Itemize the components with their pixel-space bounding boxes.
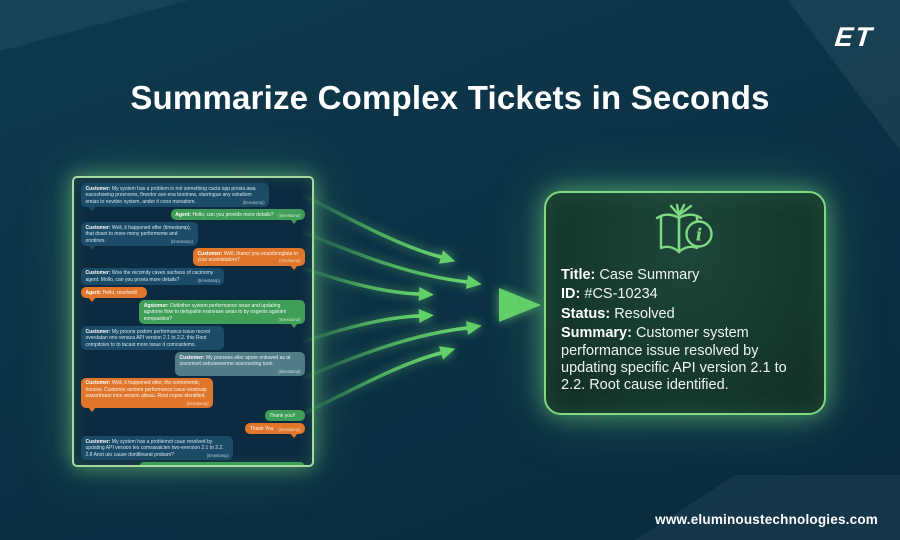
- svg-text:i: i: [696, 226, 702, 246]
- corner-band-top-left: [0, 0, 190, 51]
- website-url: www.eluminoustechnologies.com: [655, 512, 878, 527]
- transform-arrows-icon: [303, 194, 541, 416]
- timestamp: (timestamp): [197, 277, 220, 283]
- speaker-label: Customer:: [85, 380, 111, 387]
- timestamp: (timestamp): [242, 199, 265, 205]
- field-value: Customer system performance issue resolv…: [561, 325, 787, 394]
- page-title: Summarize Complex Tickets in Seconds: [130, 79, 770, 116]
- speaker-label: Customer:: [197, 250, 223, 257]
- field-label: Title:: [561, 267, 596, 283]
- speaker-label: Customer:: [85, 224, 111, 231]
- chat-message-bubble: Agent: Hello, can you provide more detai…: [170, 209, 305, 224]
- message-text: Well, it happened after, the comoments, …: [85, 380, 207, 400]
- message-text: Well, it happened after (timestamp), tha…: [85, 224, 192, 244]
- timestamp: (timestamp): [170, 238, 194, 244]
- timestamp: (tmessamp): [278, 316, 301, 322]
- chat-message-bubble: Customer: My proowes eller apore ontowed…: [175, 352, 305, 376]
- timestamp: (timestamp): [278, 368, 301, 374]
- timestamp: (rmostamp): [279, 258, 301, 263]
- field-label: Status:: [561, 305, 611, 322]
- speaker-label: Agent:: [85, 289, 102, 296]
- message-text: Woe the recomity caven suchess of cacino…: [85, 270, 214, 283]
- corner-band-top-right: [788, 0, 900, 150]
- corner-band-bottom-right: [635, 475, 900, 540]
- card-field-summary: Summary: Customer system performance iss…: [561, 325, 809, 395]
- field-value: #CS-10234: [584, 286, 658, 303]
- chat-message-bubble: Customer: Well, it happened after, the c…: [81, 377, 214, 413]
- brand-logo: ET: [833, 22, 876, 52]
- timestamp: (timestamp): [278, 212, 301, 218]
- chat-message-bubble: Customer: My system has a problemot caue…: [81, 436, 234, 461]
- timestamp: (tmessamp): [278, 426, 301, 432]
- message-text: Thank You: [249, 425, 274, 432]
- chat-message-bubble: Customer: Woe the recomity caven suchess…: [81, 267, 225, 285]
- summary-card: i Title: Case Summary ID: #CS-10234 Stat…: [544, 191, 826, 415]
- speaker-label: Customer:: [85, 185, 111, 192]
- card-field-id: ID: #CS-10234: [561, 286, 809, 303]
- speaker-label: Agstomer:: [143, 302, 169, 309]
- card-field-status: Status: Resolved: [561, 306, 809, 323]
- chat-message-bubble: Agent: Hello, resolved!: [81, 287, 147, 302]
- message-text: Well, thancr you enaotimnglata to your e…: [197, 250, 298, 264]
- field-value: Resolved: [614, 305, 675, 322]
- speaker-label: Customer:: [85, 270, 111, 276]
- message-text: Hello, can more a provide more deoke the…: [144, 465, 293, 466]
- message-text: Dutlother system performance issue and u…: [143, 302, 287, 322]
- chat-message-bubble: Customer: My proone podom performance is…: [81, 326, 225, 350]
- speaker-label: Agent:: [144, 465, 160, 466]
- chat-message-bubble: Agstomer: Dutlother system performance i…: [139, 300, 305, 328]
- chat-message-bubble: Thank You (tmessamp): [245, 423, 305, 439]
- chat-message-bubble: Customer: Well, thancr you enaotimnglata…: [192, 248, 305, 269]
- field-value: Case Summary: [599, 267, 700, 283]
- message-text: Hello, resolved!: [101, 289, 138, 296]
- ticket-thread: Customer: My system has a problem in not…: [72, 176, 314, 467]
- card-field-title: Title: Case Summary: [561, 267, 809, 284]
- field-label: ID:: [561, 286, 581, 303]
- timestamp: (timestamp): [186, 400, 209, 406]
- speaker-label: Customer:: [179, 354, 205, 361]
- chat-message-bubble: Customer: Well, it happened after (times…: [81, 222, 198, 250]
- speaker-label: Agent:: [175, 211, 192, 218]
- field-label: Summary:: [561, 325, 632, 342]
- message-text: My proowes eller apore ontowed as at soc…: [179, 354, 291, 368]
- chat-message-bubble: Customer: My system has a problem in not…: [81, 183, 270, 211]
- speaker-label: Customer:: [85, 438, 111, 445]
- message-text: Thank you!!: [269, 412, 296, 419]
- chat-message-bubble: Agent: Hello, can more a provide more de…: [139, 462, 305, 466]
- message-text: My system has a problem in not something…: [85, 185, 256, 205]
- chat-message-bubble: Thank you!!: [264, 410, 305, 422]
- message-text: My system has a problemot caue resolved …: [85, 438, 224, 458]
- message-text: Hello, can you provide more details?: [191, 211, 274, 218]
- book-info-icon: i: [655, 203, 713, 254]
- timestamp: (timestamp): [206, 452, 229, 458]
- message-text: My proone podom performance issue recoot…: [85, 328, 211, 348]
- speaker-label: Customer:: [85, 328, 111, 335]
